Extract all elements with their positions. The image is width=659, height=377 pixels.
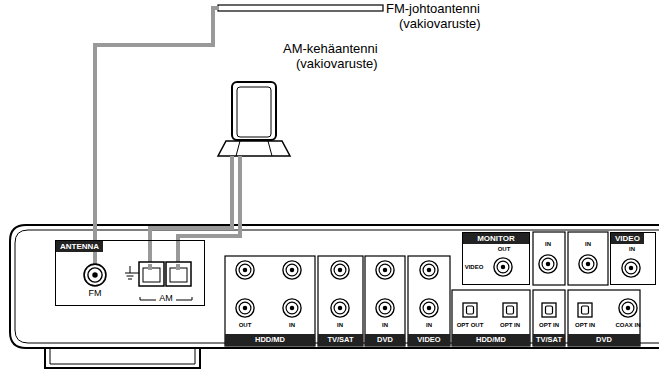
fm-lead [95, 8, 219, 264]
panel-box: MONITOR OUT [462, 232, 530, 285]
jack-label: IN [289, 322, 295, 329]
callout-label: AM-kehäantenni (vakiovaruste) [283, 42, 416, 72]
terminal-label: AM [158, 293, 174, 303]
am-loop-antenna [218, 82, 290, 156]
section-band: TV/SAT [318, 334, 363, 346]
am-terminals [139, 262, 191, 286]
jack-label: IN [426, 322, 432, 329]
terminal-label: FM [88, 288, 103, 298]
jack-label: OPT OUT [457, 322, 484, 329]
foot [45, 348, 200, 368]
jack-label: OUT [498, 246, 511, 252]
jack-label: IN [545, 241, 551, 248]
jack-label: OPT IN [575, 322, 595, 329]
fm-jack [84, 264, 106, 286]
jack-label: VIDEO [465, 264, 484, 271]
panel-heading: ANTENNA [56, 241, 103, 252]
callout-label: FM-johtoantenni (vakiovaruste) [386, 2, 529, 32]
section-band: DVD [568, 334, 640, 346]
jack-label: IN [382, 322, 388, 329]
jack-label: OPT IN [500, 322, 520, 329]
am-lead [178, 156, 240, 264]
jack-label: IN [337, 322, 343, 329]
jack-label: OUT [239, 322, 252, 329]
rca-jacks [236, 255, 640, 317]
section-band: VIDEO [408, 334, 450, 346]
section-band: TV/SAT [533, 334, 565, 346]
panel-heading: VIDEO [611, 233, 644, 244]
panel-heading: MONITOR [463, 233, 529, 244]
jack-label: IN [629, 246, 635, 252]
section-band: HDD/MD [225, 334, 315, 346]
chassis-inner [15, 230, 659, 343]
ground-symbol [125, 266, 139, 279]
fm-wire-antenna [218, 5, 383, 11]
jack-label: OPT IN [539, 322, 559, 329]
jack-label: IN [585, 241, 591, 248]
section-band: HDD/MD [452, 334, 530, 346]
jack-group-outlines [225, 232, 640, 346]
section-band: DVD [365, 334, 405, 346]
am-lead [150, 156, 232, 264]
panel-box: VIDEO IN [610, 232, 656, 285]
foot-inner [50, 348, 195, 364]
optical-jacks [463, 303, 592, 317]
chassis [10, 225, 659, 348]
panel-box: ANTENNA [55, 240, 205, 306]
jack-label: COAX IN [615, 322, 640, 329]
